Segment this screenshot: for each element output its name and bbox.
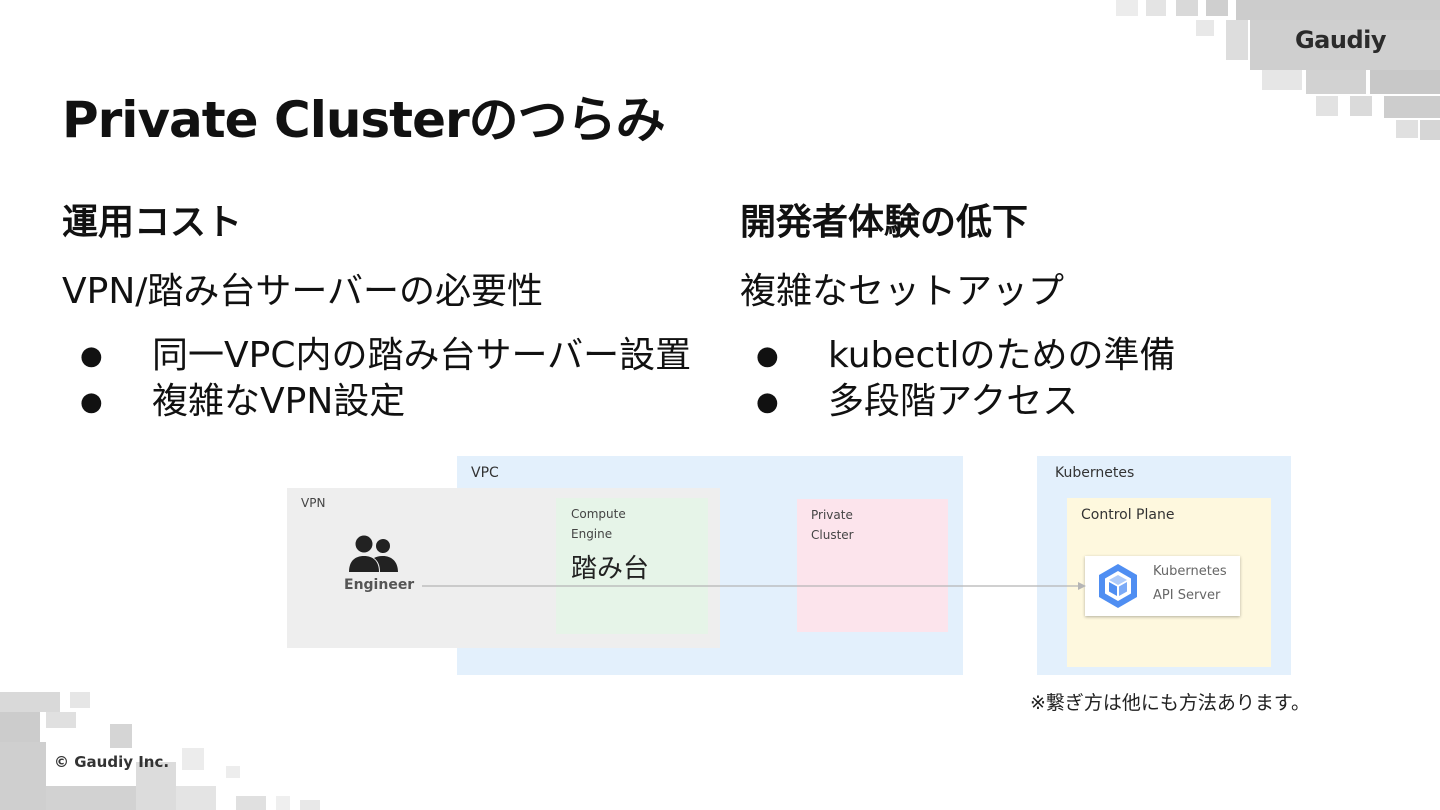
gaudiy-logo: Gaudiy xyxy=(1294,26,1387,54)
vpc-label: VPC xyxy=(471,465,499,481)
private-cluster-label-line1: Private xyxy=(811,508,853,522)
kubernetes-label: Kubernetes xyxy=(1055,465,1135,481)
slide-title: Private Clusterのつらみ xyxy=(62,91,666,149)
right-bullet-list: ● kubectlのための準備 ● 多段階アクセス xyxy=(756,333,1175,425)
bullet-dot: ● xyxy=(756,341,779,371)
list-item: ● kubectlのための準備 xyxy=(756,333,1175,379)
engineer-label: Engineer xyxy=(344,577,415,593)
bullet-text: 多段階アクセス xyxy=(828,381,1079,422)
bastion-label: 踏み台 xyxy=(571,554,650,584)
compute-engine-label-line1: Compute xyxy=(571,507,626,521)
compute-engine-box: Compute Engine 踏み台 xyxy=(556,498,708,634)
left-column-subheading: VPN/踏み台サーバーの必要性 xyxy=(62,271,544,312)
bullet-text: 複雑なVPN設定 xyxy=(152,381,406,422)
left-column-heading: 運用コスト xyxy=(62,202,243,243)
bullet-text: 同一VPC内の踏み台サーバー設置 xyxy=(152,335,692,376)
arrow-right-icon xyxy=(422,582,1086,590)
control-plane-label: Control Plane xyxy=(1081,507,1175,523)
people-icon xyxy=(349,535,398,572)
api-server-card: Kubernetes API Server xyxy=(1085,556,1240,616)
footnote: ※繋ぎ方は他にも方法あります。 xyxy=(1030,692,1311,714)
bullet-text: kubectlのための準備 xyxy=(828,335,1176,376)
api-server-label-line1: Kubernetes xyxy=(1153,564,1227,579)
private-cluster-label-line2: Cluster xyxy=(811,528,854,542)
bullet-dot: ● xyxy=(80,387,103,417)
bullet-dot: ● xyxy=(756,387,779,417)
vpn-label: VPN xyxy=(301,496,326,510)
kubernetes-hexagon-icon xyxy=(1099,564,1137,608)
right-column-heading: 開発者体験の低下 xyxy=(740,202,1029,243)
list-item: ● 同一VPC内の踏み台サーバー設置 xyxy=(80,333,691,379)
api-server-label-line2: API Server xyxy=(1153,588,1221,603)
compute-engine-label-line2: Engine xyxy=(571,527,613,541)
right-column-subheading: 複雑なセットアップ xyxy=(740,271,1065,312)
list-item: ● 複雑なVPN設定 xyxy=(80,379,691,425)
list-item: ● 多段階アクセス xyxy=(756,379,1175,425)
copyright: © Gaudiy Inc. xyxy=(54,753,170,771)
bullet-dot: ● xyxy=(80,341,103,371)
private-cluster-box: Private Cluster xyxy=(797,499,948,632)
left-bullet-list: ● 同一VPC内の踏み台サーバー設置 ● 複雑なVPN設定 xyxy=(80,333,691,425)
